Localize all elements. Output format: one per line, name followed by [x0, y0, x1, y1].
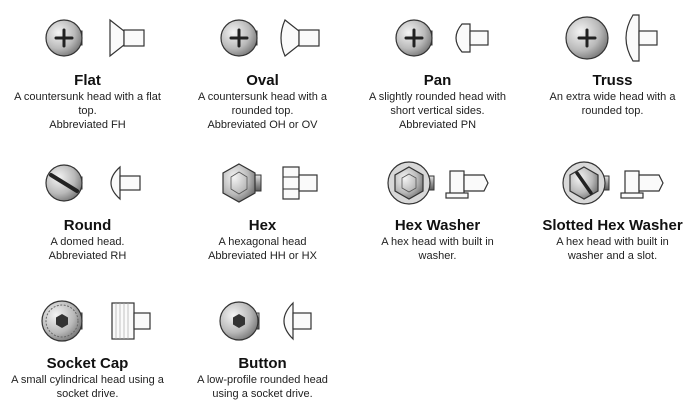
desc-line: Abbreviated FH: [49, 119, 126, 131]
screw-name: Pan: [423, 72, 452, 89]
screw-name: Oval: [246, 72, 279, 89]
desc-line: socket drive.: [56, 388, 119, 400]
desc-line: rounded top.: [581, 105, 644, 117]
desc-line: A domed head.: [50, 236, 125, 248]
socket-cap-head-icon: [41, 300, 151, 342]
desc-line: washer.: [418, 250, 457, 262]
hex-head-icon: [222, 163, 318, 203]
slotted-head-icon: [45, 164, 141, 202]
screw-name: Slotted Hex Washer: [542, 217, 683, 234]
desc-line: using a socket drive.: [212, 388, 313, 400]
screw-description: A low-profile rounded head using a socke…: [175, 373, 350, 401]
desc-line: A countersunk head with a flat: [14, 91, 161, 103]
desc-line: A hex head with built in: [381, 236, 494, 248]
desc-line: top.: [78, 105, 97, 117]
screw-description: A hex head with built in washer and a sl…: [525, 235, 700, 263]
phillips-head-icon: [395, 19, 489, 57]
screw-description: An extra wide head with a rounded top.: [525, 90, 700, 118]
screw-description: A hexagonal head Abbreviated HH or HX: [175, 235, 350, 263]
screw-description: A countersunk head with a flat top. Abbr…: [0, 90, 175, 132]
desc-line: Abbreviated RH: [48, 250, 127, 262]
desc-line: A slightly rounded head with: [369, 91, 506, 103]
screw-name: Round: [63, 217, 112, 234]
desc-line: A small cylindrical head using a: [11, 374, 164, 386]
desc-line: Abbreviated OH or OV: [207, 119, 318, 131]
desc-line: A low-profile rounded head: [197, 374, 328, 386]
screw-name: Socket Cap: [46, 355, 129, 372]
slotted-hex-washer-head-icon: [562, 161, 664, 205]
desc-line: An extra wide head with a: [549, 91, 676, 103]
screw-description: A hex head with built in washer.: [350, 235, 525, 263]
desc-line: Abbreviated PN: [398, 119, 477, 131]
screw-description: A countersunk head with a rounded top. A…: [175, 90, 350, 132]
screw-description: A domed head. Abbreviated RH: [0, 235, 175, 263]
screw-name: Truss: [592, 72, 633, 89]
hex-washer-head-icon: [387, 161, 489, 205]
phillips-head-icon: [565, 14, 658, 62]
desc-line: Abbreviated HH or HX: [208, 250, 317, 262]
screw-name: Hex: [248, 217, 277, 234]
desc-line: A countersunk head with a: [197, 91, 328, 103]
desc-line: A hex head with built in: [556, 236, 669, 248]
phillips-head-icon: [220, 19, 320, 57]
button-head-icon: [219, 301, 312, 341]
screw-name: Button: [238, 355, 287, 372]
phillips-head-icon: [45, 18, 145, 58]
desc-line: rounded top.: [231, 105, 294, 117]
desc-line: washer and a slot.: [567, 250, 658, 262]
desc-line: A hexagonal head: [218, 236, 307, 248]
screw-name: Hex Washer: [394, 217, 481, 234]
desc-line: short vertical sides.: [390, 105, 485, 117]
screw-name: Flat: [74, 72, 101, 89]
screw-description: A slightly rounded head with short verti…: [350, 90, 525, 132]
screw-description: A small cylindrical head using a socket …: [0, 373, 175, 401]
